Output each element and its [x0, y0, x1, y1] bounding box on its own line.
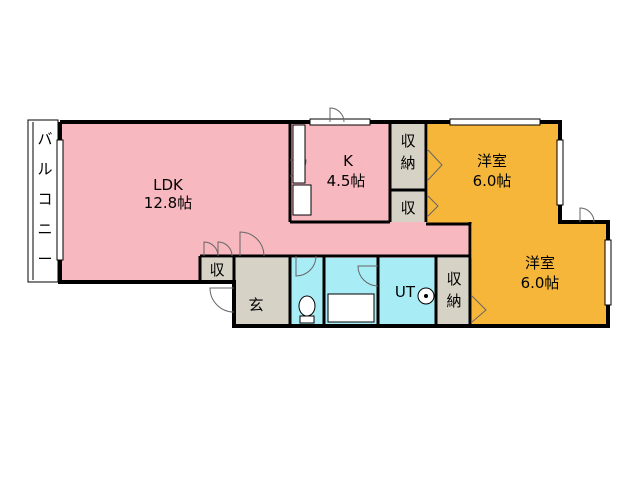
bedroom-1 — [428, 122, 560, 224]
fold-door-storage-small — [427, 195, 439, 217]
window-bedroom1-side — [556, 139, 564, 206]
entrance-label: 玄 — [248, 296, 263, 314]
door-bath — [357, 265, 379, 287]
bedroom2-size: 6.0帖 — [521, 274, 560, 292]
door-bedroom2-top — [579, 207, 595, 223]
storage-kitchen-side-line1: 収 — [400, 132, 415, 150]
door-entrance-outer — [209, 287, 235, 313]
storage-entrance — [200, 258, 234, 280]
storage-kitchen-side — [390, 122, 426, 190]
storage-small-top-label: 収 — [400, 199, 415, 217]
balcony-char-3: コ — [37, 190, 52, 208]
washbasin-drain — [424, 294, 428, 298]
bathtub — [327, 293, 375, 323]
window-bedroom1-top — [449, 118, 541, 126]
balcony-char-4: ニ — [37, 220, 52, 238]
window-bedroom2-side — [604, 239, 612, 306]
ldk-size: 12.8帖 — [144, 194, 192, 212]
bedroom1-size: 6.0帖 — [473, 172, 512, 190]
storage-kitchen-side-line2: 納 — [400, 154, 415, 172]
door-storage-entrance — [203, 241, 233, 257]
door-ldk-top — [329, 107, 345, 123]
storage-small-top — [390, 190, 426, 222]
bedroom-2 — [472, 222, 608, 324]
balcony-char-2: ル — [37, 160, 52, 178]
kitchen-name: K — [343, 152, 354, 170]
balcony-char-1: バ — [37, 130, 52, 148]
door-ldk-entry — [239, 231, 265, 257]
interior-walls — [198, 122, 562, 326]
window-ldk — [56, 139, 64, 261]
bedroom1-name: 洋室 — [477, 152, 507, 170]
storage-utility-side-line1: 収 — [446, 270, 461, 288]
entrance-room — [234, 258, 290, 324]
balcony-label: バ ル コ ニ ー — [37, 130, 52, 268]
balcony-char-5: ー — [37, 250, 52, 268]
fold-door-utility-storage — [471, 295, 487, 323]
kitchen-fridge-space — [292, 124, 306, 184]
fold-door-storage-top — [427, 149, 443, 181]
ldk-room — [60, 122, 470, 280]
window-kitchen — [309, 118, 371, 126]
storage-utility-side-line2: 納 — [446, 292, 461, 310]
door-toilet — [295, 255, 317, 277]
toilet-bowl — [298, 295, 316, 317]
kitchen-size: 4.5帖 — [327, 172, 366, 190]
bedroom2-name: 洋室 — [525, 254, 555, 272]
ldk-name: LDK — [153, 176, 184, 194]
toilet-tank — [299, 315, 315, 324]
storage-entrance-label: 収 — [209, 261, 224, 279]
utility-label: UT — [395, 283, 416, 301]
kitchen-counter — [292, 184, 312, 216]
storage-utility-side — [436, 258, 472, 324]
